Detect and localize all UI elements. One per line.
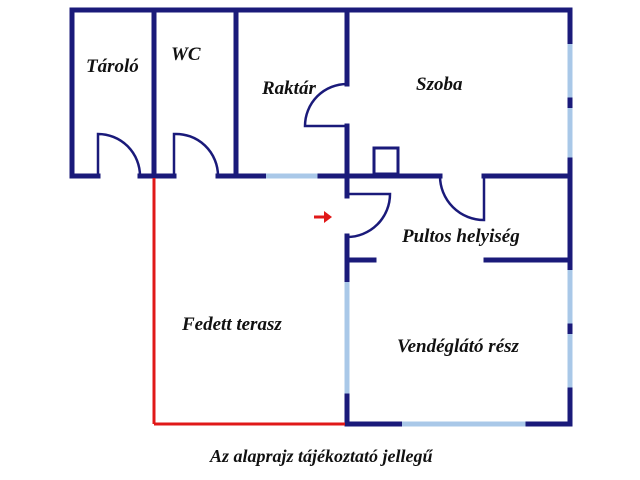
door-storage xyxy=(96,132,142,177)
door-warehouse xyxy=(303,82,348,128)
room-label-storage: Tároló xyxy=(86,56,139,77)
room-label-terrace: Fedett terasz xyxy=(181,314,282,335)
door-entrance xyxy=(346,192,392,239)
room-label-dining: Vendéglátó rész xyxy=(397,336,520,357)
chimney-box xyxy=(372,146,400,176)
room-label-warehouse: Raktár xyxy=(261,78,316,99)
door-bar-to-room xyxy=(438,175,486,222)
room-label-wc: WC xyxy=(171,44,201,65)
plan-caption: Az alaprajz tájékoztató jellegű xyxy=(209,446,434,466)
room-label-bar: Pultos helyiség xyxy=(401,226,520,247)
room-label-room: Szoba xyxy=(416,74,463,95)
entrance-arrow-icon xyxy=(314,211,332,223)
door-wc xyxy=(172,132,220,177)
